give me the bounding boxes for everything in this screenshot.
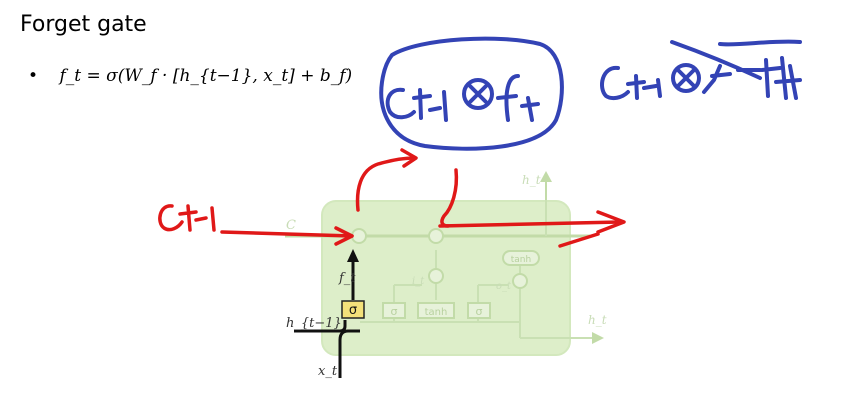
tanh-ellipse <box>502 250 540 266</box>
tanh-ellipse-label: tanh <box>511 255 531 265</box>
output-multiply-node <box>512 273 528 289</box>
ht-top-label: h_t <box>522 173 541 187</box>
annotation-right-t-minus-1 <box>626 74 662 100</box>
red-output-arrow-line <box>438 220 622 228</box>
forget-sigma-box <box>341 300 365 319</box>
bullet-dot: • <box>28 66 39 86</box>
annotation-t-minus-1 <box>412 88 448 122</box>
ht-up-arrow <box>540 171 552 182</box>
x-input-line <box>338 329 360 378</box>
annotation-circled-x <box>462 78 494 110</box>
it-label: i_t <box>412 276 425 287</box>
blue-handwritten-annotation <box>379 36 802 151</box>
red-input-arrowhead <box>334 226 354 246</box>
equation-bullet: • f_t = σ(W_f · [h_{t−1}, x_t] + b_f) <box>28 66 352 86</box>
output-sigma-label: σ <box>476 305 483 318</box>
slide-title: Forget gate <box>20 12 147 37</box>
annotation-f-letter <box>496 74 540 122</box>
red-t-minus-1 <box>178 204 216 232</box>
input-sigma-label: σ <box>391 305 398 318</box>
red-up-arrow-line <box>355 156 416 212</box>
ht-right-label: h_t <box>588 313 607 327</box>
add-node <box>428 228 444 244</box>
red-output-arrowhead <box>596 210 626 234</box>
ft-arrowhead <box>347 249 359 262</box>
output-sigma-box <box>467 302 491 319</box>
candidate-tanh-box <box>417 302 455 319</box>
annotation-cross-out <box>670 39 802 80</box>
annotation-right-C <box>600 65 630 101</box>
red-handwritten-annotation <box>158 148 626 248</box>
input-multiply-node <box>428 268 444 284</box>
red-input-arrow-line <box>220 230 354 238</box>
forget-multiply-node <box>351 228 367 244</box>
red-C-letter <box>158 204 184 232</box>
forget-sigma-label: σ <box>349 303 357 318</box>
candidate-tanh-label: tanh <box>425 307 448 318</box>
annotation-C-letter <box>385 87 416 120</box>
annotation-right-circled-x <box>671 63 701 93</box>
ht-minus-1-label: h_{t−1} <box>286 316 342 331</box>
cell-state-label: C <box>286 218 296 233</box>
annotation-right-ft <box>760 56 802 100</box>
input-sigma-box <box>382 302 406 319</box>
forget-gate-equation: f_t = σ(W_f · [h_{t−1}, x_t] + b_f) <box>59 66 353 86</box>
annotation-x-mark <box>468 84 488 104</box>
annotation-right-x-mark <box>676 68 696 88</box>
ot-label: o_t <box>496 281 512 292</box>
annotation-right-one <box>702 64 732 94</box>
ft-label: f_t <box>338 271 356 286</box>
annotation-enclosing-circle <box>379 36 564 151</box>
ht-right-arrow <box>592 332 604 344</box>
red-up-arrowhead <box>400 148 418 168</box>
xt-label: x_t <box>318 364 338 379</box>
hidden-input-line <box>294 320 347 333</box>
red-output-arrow-tail <box>558 232 600 248</box>
